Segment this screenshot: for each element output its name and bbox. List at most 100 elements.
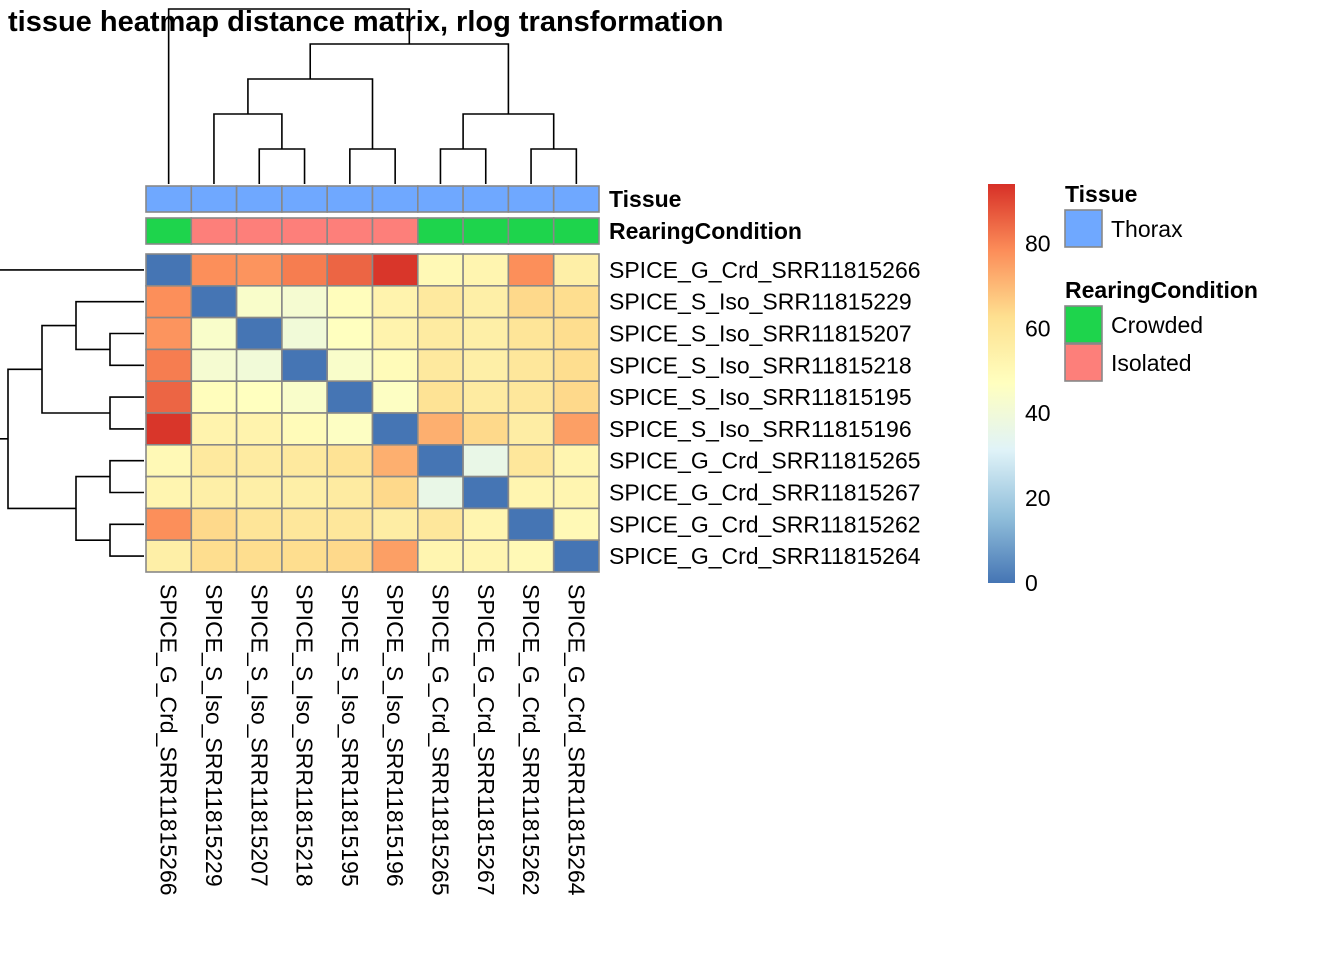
heatmap-cell bbox=[145, 348, 193, 382]
dendrogram-branch bbox=[258, 148, 306, 184]
row-label: SPICE_S_Iso_SRR11815218 bbox=[609, 352, 912, 378]
annotation-cell bbox=[235, 217, 283, 245]
heatmap-cell bbox=[371, 380, 419, 414]
annotation-label: Tissue bbox=[609, 186, 681, 212]
heatmap-cell bbox=[507, 284, 555, 319]
row-label: SPICE_G_Crd_SRR11815264 bbox=[609, 543, 921, 569]
column-label: SPICE_S_Iso_SRR11815218 bbox=[292, 584, 318, 887]
heatmap-cell bbox=[190, 316, 238, 351]
heatmap-cell bbox=[371, 443, 419, 478]
legend-swatch bbox=[1064, 343, 1103, 382]
heatmap-cell bbox=[507, 412, 555, 446]
heatmap-cell bbox=[371, 539, 419, 573]
heatmap-cell bbox=[281, 475, 328, 510]
heatmap-cells bbox=[145, 253, 600, 573]
legend-item-label: Thorax bbox=[1111, 216, 1183, 242]
annotation-cell bbox=[281, 185, 328, 213]
heatmap-cell bbox=[145, 443, 193, 478]
row-label: SPICE_G_Crd_SRR11815266 bbox=[609, 257, 921, 283]
annotation-cell bbox=[326, 217, 374, 245]
dendrogram-branch bbox=[0, 269, 144, 440]
heatmap-cell bbox=[371, 316, 419, 351]
heatmap-cell bbox=[235, 348, 283, 382]
heatmap-cell bbox=[507, 316, 555, 351]
heatmap-cell bbox=[145, 316, 193, 351]
heatmap-cell bbox=[462, 507, 510, 541]
heatmap-cell bbox=[462, 316, 510, 351]
heatmap-cell bbox=[281, 253, 328, 287]
heatmap-cell bbox=[235, 253, 283, 287]
heatmap-cell bbox=[235, 380, 283, 414]
dendrogram-branch bbox=[530, 148, 578, 184]
heatmap-cell bbox=[190, 443, 238, 478]
heatmap-cell bbox=[326, 507, 374, 541]
annotation-cell bbox=[552, 217, 600, 245]
heatmap-cell bbox=[326, 539, 374, 573]
dendrogram-branch bbox=[109, 396, 144, 430]
row-label: SPICE_S_Iso_SRR11815196 bbox=[609, 416, 912, 442]
heatmap-cell bbox=[281, 539, 328, 573]
heatmap-cell bbox=[281, 316, 328, 351]
row-labels: SPICE_G_Crd_SRR11815266SPICE_S_Iso_SRR11… bbox=[609, 257, 921, 569]
row-label: SPICE_S_Iso_SRR11815207 bbox=[609, 321, 912, 347]
heatmap-cell bbox=[235, 539, 283, 573]
column-label: SPICE_G_Crd_SRR11815262 bbox=[518, 584, 544, 896]
heatmap-cell bbox=[145, 507, 193, 541]
heatmap-cell bbox=[552, 443, 600, 478]
column-label: SPICE_G_Crd_SRR11815264 bbox=[563, 584, 589, 896]
heatmap-cell bbox=[416, 316, 464, 351]
heatmap-cell bbox=[326, 475, 374, 510]
heatmap-cell bbox=[462, 253, 510, 287]
heatmap-cell bbox=[281, 348, 328, 382]
legend-swatch bbox=[1064, 209, 1103, 248]
heatmap-cell bbox=[462, 284, 510, 319]
heatmap-cell bbox=[190, 539, 238, 573]
heatmap-cell bbox=[190, 380, 238, 414]
heatmap-cell bbox=[416, 443, 464, 478]
heatmap-cell bbox=[235, 475, 283, 510]
heatmap-cell bbox=[552, 507, 600, 541]
annotation-cell bbox=[507, 217, 555, 245]
heatmap-cell bbox=[326, 412, 374, 446]
heatmap-cell bbox=[145, 412, 193, 446]
column-label: SPICE_S_Iso_SRR11815195 bbox=[337, 584, 363, 887]
heatmap-cell bbox=[507, 475, 555, 510]
dendrogram-branch bbox=[167, 8, 411, 184]
heatmap-cell bbox=[190, 412, 238, 446]
annotation-cell bbox=[416, 185, 464, 213]
chart-title: tissue heatmap distance matrix, rlog tra… bbox=[8, 6, 724, 38]
heatmap-cell bbox=[281, 380, 328, 414]
heatmap-cell bbox=[416, 475, 464, 510]
annotation-cell bbox=[416, 217, 464, 245]
row-label: SPICE_G_Crd_SRR11815262 bbox=[609, 511, 921, 537]
dendrogram-branch bbox=[109, 332, 144, 367]
legend: TissueThoraxRearingConditionCrowdedIsola… bbox=[1064, 181, 1258, 382]
heatmap-cell bbox=[235, 443, 283, 478]
heatmap-cell bbox=[552, 380, 600, 414]
heatmap-cell bbox=[190, 475, 238, 510]
heatmap-cell bbox=[507, 539, 555, 573]
heatmap-cell bbox=[462, 412, 510, 446]
heatmap-cell bbox=[190, 253, 238, 287]
colorbar-tick-label: 60 bbox=[1025, 315, 1051, 341]
heatmap-cell bbox=[326, 253, 374, 287]
heatmap-cell bbox=[507, 380, 555, 414]
heatmap-cell bbox=[145, 475, 193, 510]
column-label: SPICE_G_Crd_SRR11815266 bbox=[156, 584, 182, 896]
heatmap-cell bbox=[416, 380, 464, 414]
heatmap-cell bbox=[507, 443, 555, 478]
annotation-cell bbox=[507, 185, 555, 213]
heatmap-cell bbox=[145, 539, 193, 573]
dendrogram-branch bbox=[109, 523, 144, 557]
annotation-cell bbox=[462, 185, 510, 213]
column-labels: SPICE_G_Crd_SRR11815266 SPICE_S_Iso_SRR11… bbox=[156, 584, 590, 896]
heatmap-cell bbox=[552, 316, 600, 351]
heatmap-cell bbox=[326, 443, 374, 478]
column-label: SPICE_S_Iso_SRR11815207 bbox=[246, 584, 272, 887]
heatmap-cell bbox=[552, 412, 600, 446]
heatmap-cell bbox=[281, 507, 328, 541]
heatmap-cell bbox=[416, 507, 464, 541]
heatmap-cell bbox=[145, 284, 193, 319]
